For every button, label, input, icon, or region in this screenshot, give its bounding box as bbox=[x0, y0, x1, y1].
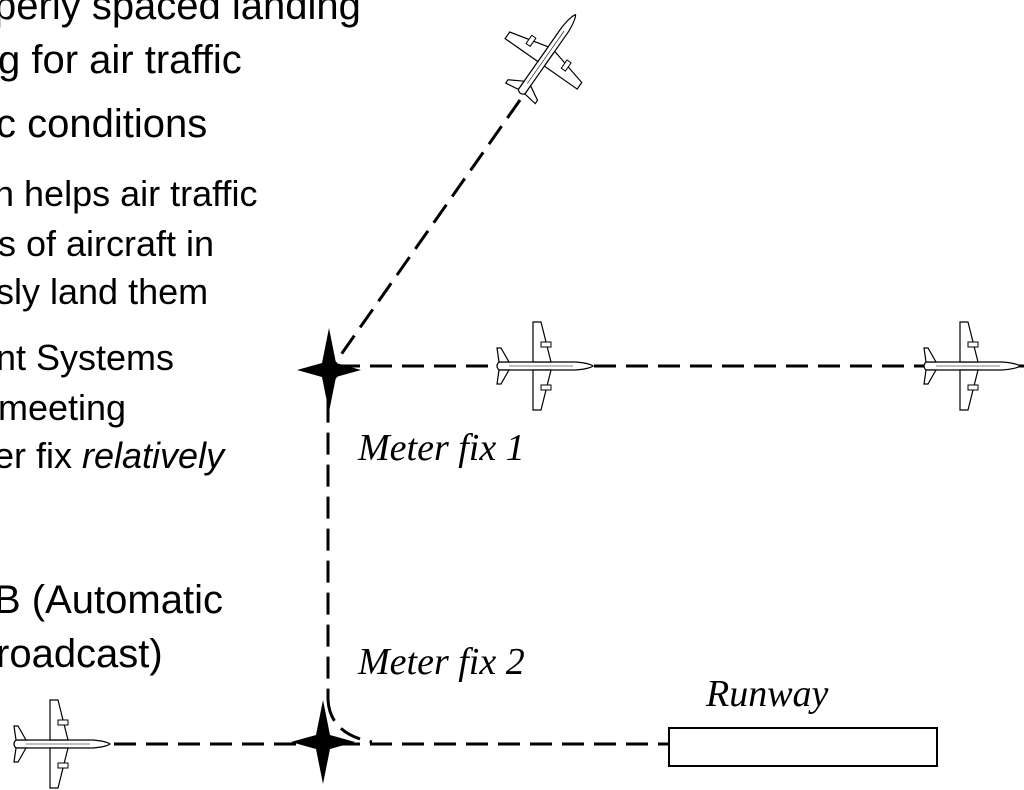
slide-text-line-4: n helps air traffic bbox=[0, 173, 258, 214]
slide-text-line-2: g for air traffic bbox=[0, 38, 242, 82]
path-northeast bbox=[331, 99, 522, 367]
path-curve bbox=[326, 699, 373, 744]
slide-text-line-10: B (Automatic bbox=[0, 578, 223, 622]
aircraft-icon bbox=[13, 699, 111, 789]
slide-text-line-9-italic: relatively bbox=[82, 435, 225, 476]
slide-text-line-6: sly land them bbox=[0, 271, 209, 312]
runway-rect bbox=[668, 727, 938, 767]
slide-text-line-5: s of aircraft in bbox=[0, 223, 215, 264]
meter-fix-star-icon bbox=[291, 700, 355, 784]
slide-text-line-7: nt Systems bbox=[0, 337, 175, 378]
runway-label: Runway bbox=[706, 673, 829, 715]
meter-fix-1-label: Meter fix 1 bbox=[358, 427, 525, 469]
aircraft-icon bbox=[923, 321, 1021, 411]
slide-text-line-1: perly spaced landing bbox=[0, 0, 361, 28]
slide-text-line-11: roadcast) bbox=[0, 632, 163, 676]
slide-text-line-9: er fix relatively bbox=[0, 434, 224, 478]
path-final bbox=[326, 370, 342, 700]
flight-paths bbox=[114, 99, 1024, 746]
slide-text-line-9-prefix: er fix bbox=[0, 435, 83, 476]
aircraft-icon bbox=[483, 0, 613, 120]
aircraft-icon bbox=[496, 321, 594, 411]
meter-fix-2-label: Meter fix 2 bbox=[358, 641, 525, 683]
slide-text-line-3: c conditions bbox=[0, 102, 208, 146]
slide-text-line-8: meeting bbox=[0, 387, 127, 428]
